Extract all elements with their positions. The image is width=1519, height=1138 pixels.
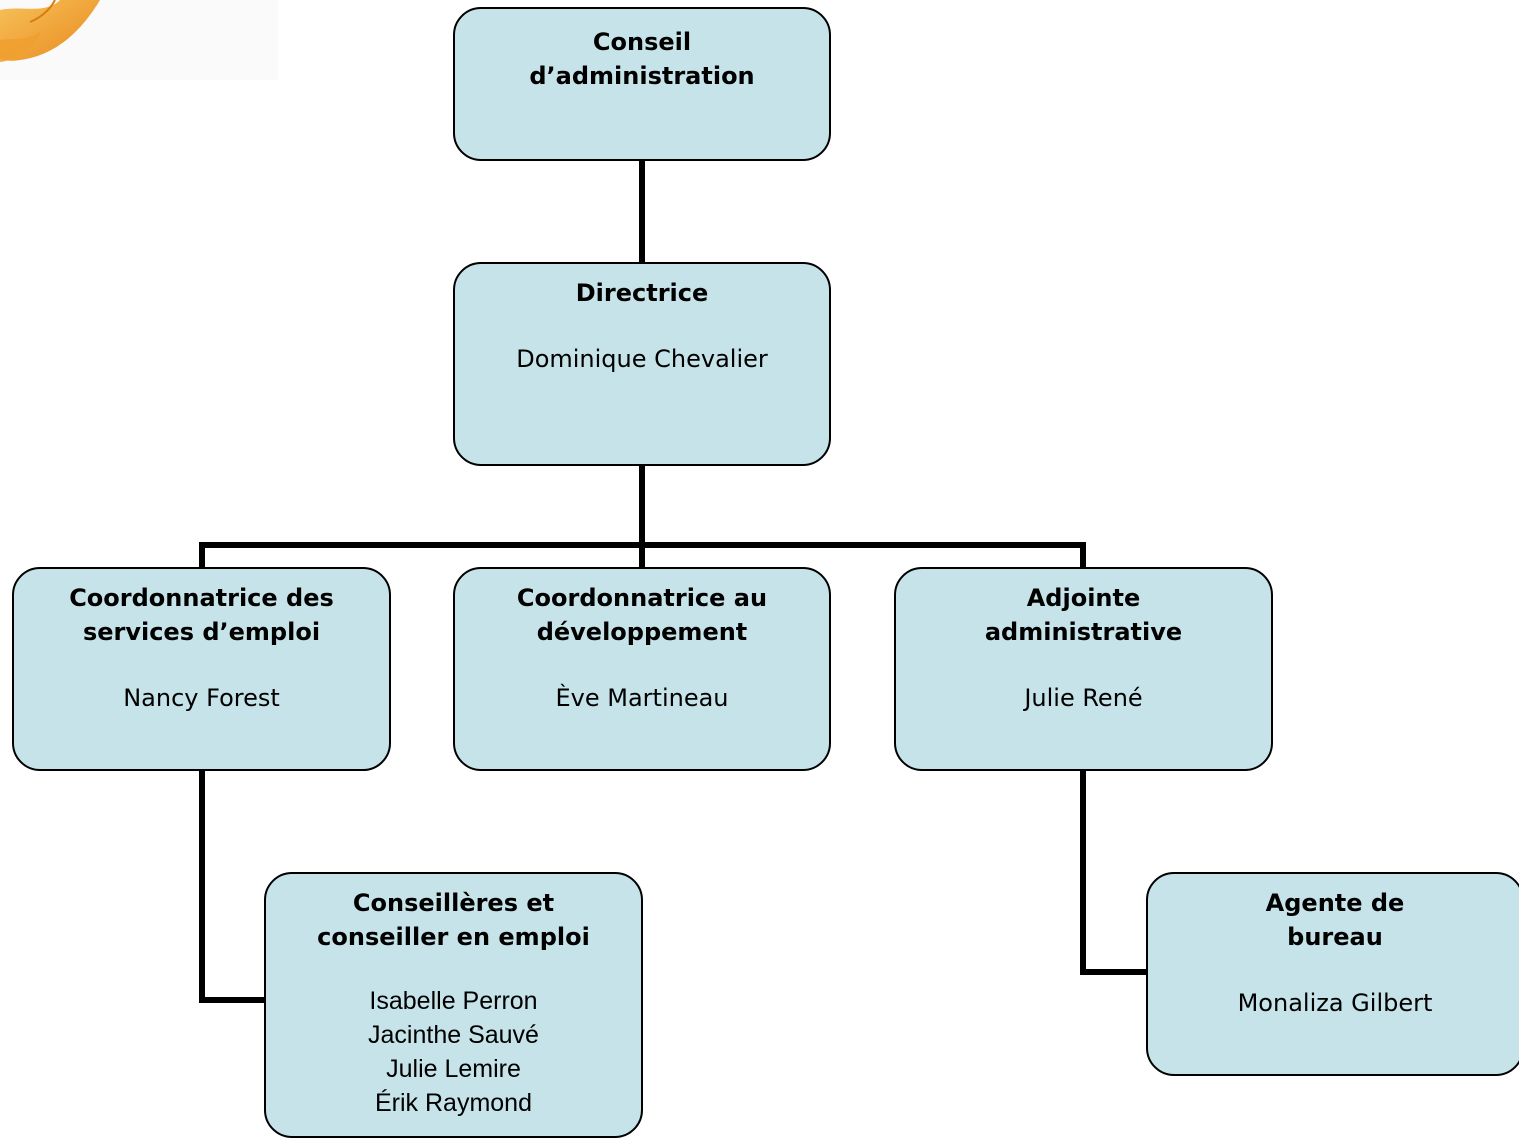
employment-counselors-list: Isabelle Perron Jacinthe Sauvé Julie Lem… (266, 984, 641, 1120)
admin-assistant-node: Adjointe administrative Julie René (894, 567, 1273, 771)
logo-area (0, 0, 278, 80)
director-name: Dominique Chevalier (516, 345, 768, 373)
admin-assistant-title-line1: Adjointe (1026, 584, 1141, 612)
development-coordinator-title-line1: Coordonnatrice au (516, 584, 768, 612)
counselor-name: Isabelle Perron (369, 987, 538, 1015)
employment-coordinator-name: Nancy Forest (123, 684, 280, 712)
employment-counselors-node: Conseillères et conseiller en emploi Isa… (264, 872, 643, 1138)
employment-counselors-title-line2: conseiller en emploi (317, 923, 590, 951)
admin-assistant-name: Julie René (1024, 684, 1143, 712)
connector-to-counselors (199, 767, 267, 1003)
admin-assistant-title-line2: administrative (984, 618, 1183, 646)
flower-logo-icon (0, 0, 100, 62)
counselor-name: Jacinthe Sauvé (368, 1021, 539, 1049)
office-agent-node: Agente de bureau Monaliza Gilbert (1146, 872, 1519, 1076)
board-title-line1: Conseil (592, 28, 692, 56)
office-agent-name: Monaliza Gilbert (1237, 989, 1433, 1017)
development-coordinator-name: Ève Martineau (555, 684, 729, 712)
director-title: Directrice (575, 279, 709, 307)
development-coordinator-node: Coordonnatrice au développement Ève Mart… (453, 567, 831, 771)
board-title-line2: d’administration (529, 62, 755, 90)
development-coordinator-title-line2: développement (536, 618, 748, 646)
office-agent-title-line1: Agente de (1265, 889, 1405, 917)
employment-coordinator-node: Coordonnatrice des services d’emploi Nan… (12, 567, 391, 771)
connector-to-office-agent (1080, 767, 1150, 975)
office-agent-title-line2: bureau (1287, 923, 1383, 951)
employment-coordinator-title-line1: Coordonnatrice des (69, 584, 334, 612)
counselor-name: Érik Raymond (375, 1089, 532, 1117)
counselor-name: Julie Lemire (386, 1055, 521, 1083)
board-node: Conseil d’administration (453, 7, 831, 161)
employment-counselors-title-line1: Conseillères et (352, 889, 555, 917)
employment-coordinator-title-line2: services d’emploi (82, 618, 321, 646)
director-node: Directrice Dominique Chevalier (453, 262, 831, 466)
